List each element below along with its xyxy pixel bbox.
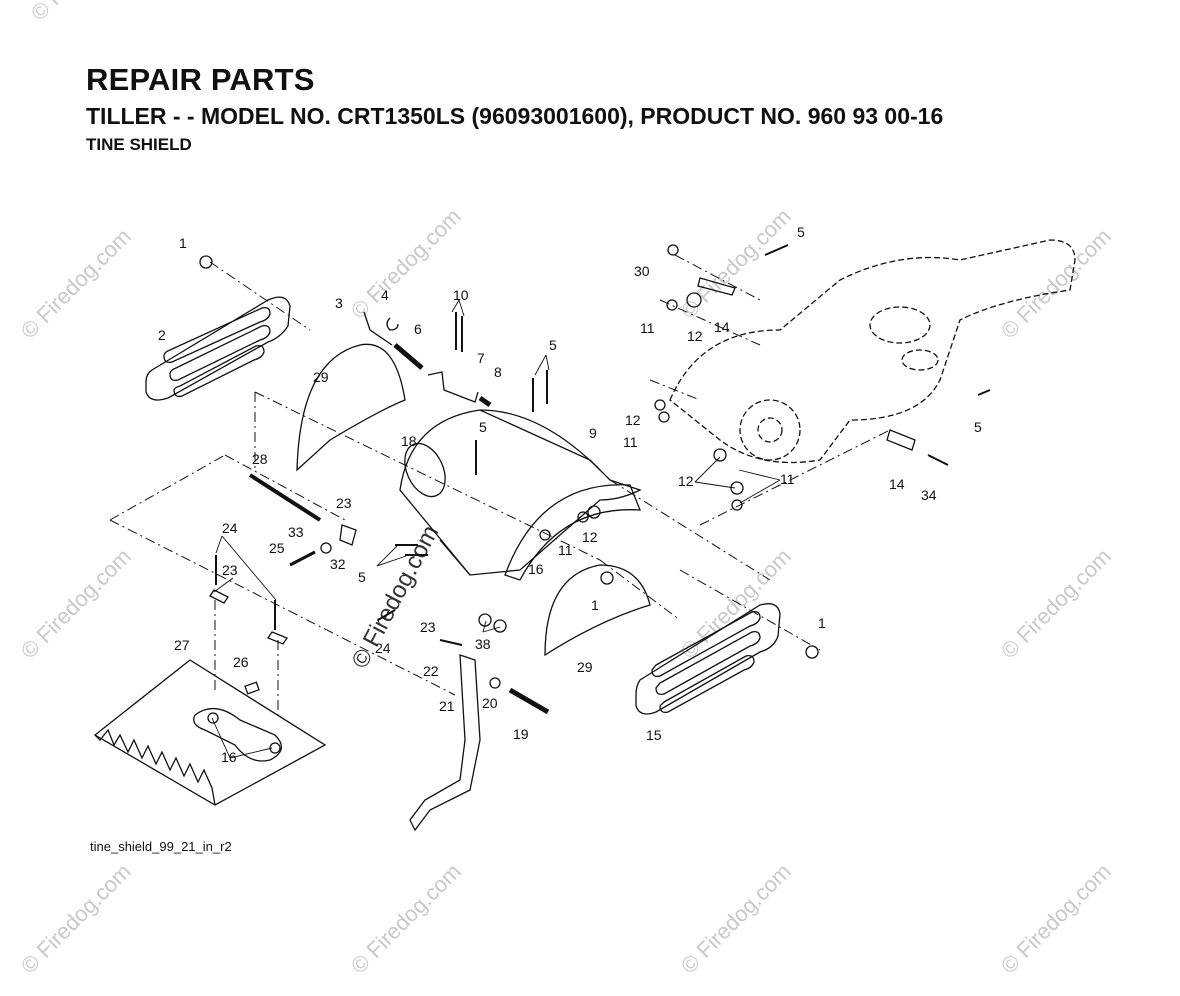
model-subtitle: TILLER - - MODEL NO. CRT1350LS (96093001… [86, 103, 944, 129]
left-side-shield [145, 296, 291, 401]
callout-label: 24 [375, 640, 391, 656]
tine-shield-hood [399, 409, 642, 581]
rod [248, 473, 322, 522]
callout-label: 15 [646, 727, 662, 743]
watermark-text: © Firedog.com [996, 544, 1116, 664]
diagram-linework [93, 239, 1076, 832]
callout-label: 5 [974, 419, 982, 435]
callout-labels: 1 2 3 4 10 6 7 8 5 29 18 9 5 28 23 33 25… [158, 224, 982, 765]
callout-label: 26 [233, 654, 249, 670]
watermark-pattern: © Firedog.com © Firedog.com © Firedog.co… [16, 0, 1116, 979]
callout-label: 27 [174, 637, 190, 653]
callout-label: 20 [482, 695, 498, 711]
callout-label: 7 [477, 350, 485, 366]
callout-label: 21 [439, 698, 455, 714]
callout-label: 1 [179, 235, 187, 251]
leader-lines [211, 299, 781, 759]
left-deflector [296, 343, 406, 472]
figure-filename-label: tine_shield_99_21_in_r2 [90, 839, 232, 854]
callout-label: 29 [577, 659, 593, 675]
depth-pin [508, 687, 550, 715]
callout-label: 23 [336, 495, 352, 511]
callout-label: 5 [358, 569, 366, 585]
callout-label: 19 [513, 726, 529, 742]
watermark-text: © Firedog.com [16, 859, 136, 979]
drag-plate [93, 659, 327, 806]
callout-label: 5 [479, 419, 487, 435]
callout-label: 28 [252, 451, 268, 467]
depth-bar [409, 654, 481, 832]
callout-label: 11 [640, 320, 655, 336]
watermark-text: © Firedog.com [676, 859, 796, 979]
callout-label: 11 [780, 471, 795, 487]
callout-label: 2 [158, 327, 166, 343]
center-watermark: © Firedog.com [346, 521, 444, 673]
callout-label: 32 [330, 556, 346, 572]
gear-housing-outline [669, 239, 1076, 464]
callout-label: 9 [589, 425, 597, 441]
watermark-text: © Firedog.com [996, 859, 1116, 979]
section-title: TINE SHIELD [86, 135, 192, 154]
callout-label: 23 [222, 562, 238, 578]
callout-label: 25 [269, 540, 285, 556]
watermark-text: © Firedog.com [346, 859, 466, 979]
callout-label: 22 [423, 663, 439, 679]
callout-label: 3 [335, 295, 343, 311]
callout-label: 30 [634, 263, 650, 279]
callout-label: 12 [582, 529, 598, 545]
callout-label: 11 [623, 434, 638, 450]
watermark-text: © Firedog.com [16, 544, 136, 664]
callout-label: 23 [420, 619, 436, 635]
callout-label: 5 [797, 224, 805, 240]
callout-label: 12 [678, 473, 694, 489]
callout-label: 38 [475, 636, 491, 652]
callout-label: 16 [221, 749, 237, 765]
watermark-text: © Firedog.com [676, 544, 796, 664]
callout-label: 34 [921, 487, 937, 503]
callout-label: 29 [313, 369, 329, 385]
watermark-text: © Firedog.com [26, 0, 146, 26]
callout-label: 4 [381, 287, 389, 303]
callout-label: 1 [818, 615, 826, 631]
callout-label: 18 [401, 433, 417, 449]
callout-label: 8 [494, 364, 502, 380]
watermark-text: © Firedog.com [346, 204, 466, 324]
callout-label: 14 [889, 476, 905, 492]
callout-label: 6 [414, 321, 422, 337]
callout-label: 33 [288, 524, 304, 540]
right-deflector [544, 564, 651, 657]
callout-label: 11 [558, 542, 573, 558]
page-title: REPAIR PARTS [86, 62, 315, 97]
callout-label: 16 [528, 561, 544, 577]
callout-label: 24 [222, 520, 238, 536]
callout-label: 10 [453, 287, 469, 303]
callout-label: 14 [714, 319, 730, 335]
hardware-fasteners [199, 244, 991, 754]
watermark-text: © Firedog.com [676, 204, 796, 324]
callout-label: 12 [625, 412, 641, 428]
right-side-shield [635, 603, 781, 715]
callout-label: 12 [687, 328, 703, 344]
callout-label: 5 [549, 337, 557, 353]
watermark-text: © Firedog.com [996, 224, 1116, 344]
watermark-text: © Firedog.com [16, 224, 136, 344]
callout-label: 1 [591, 597, 599, 613]
